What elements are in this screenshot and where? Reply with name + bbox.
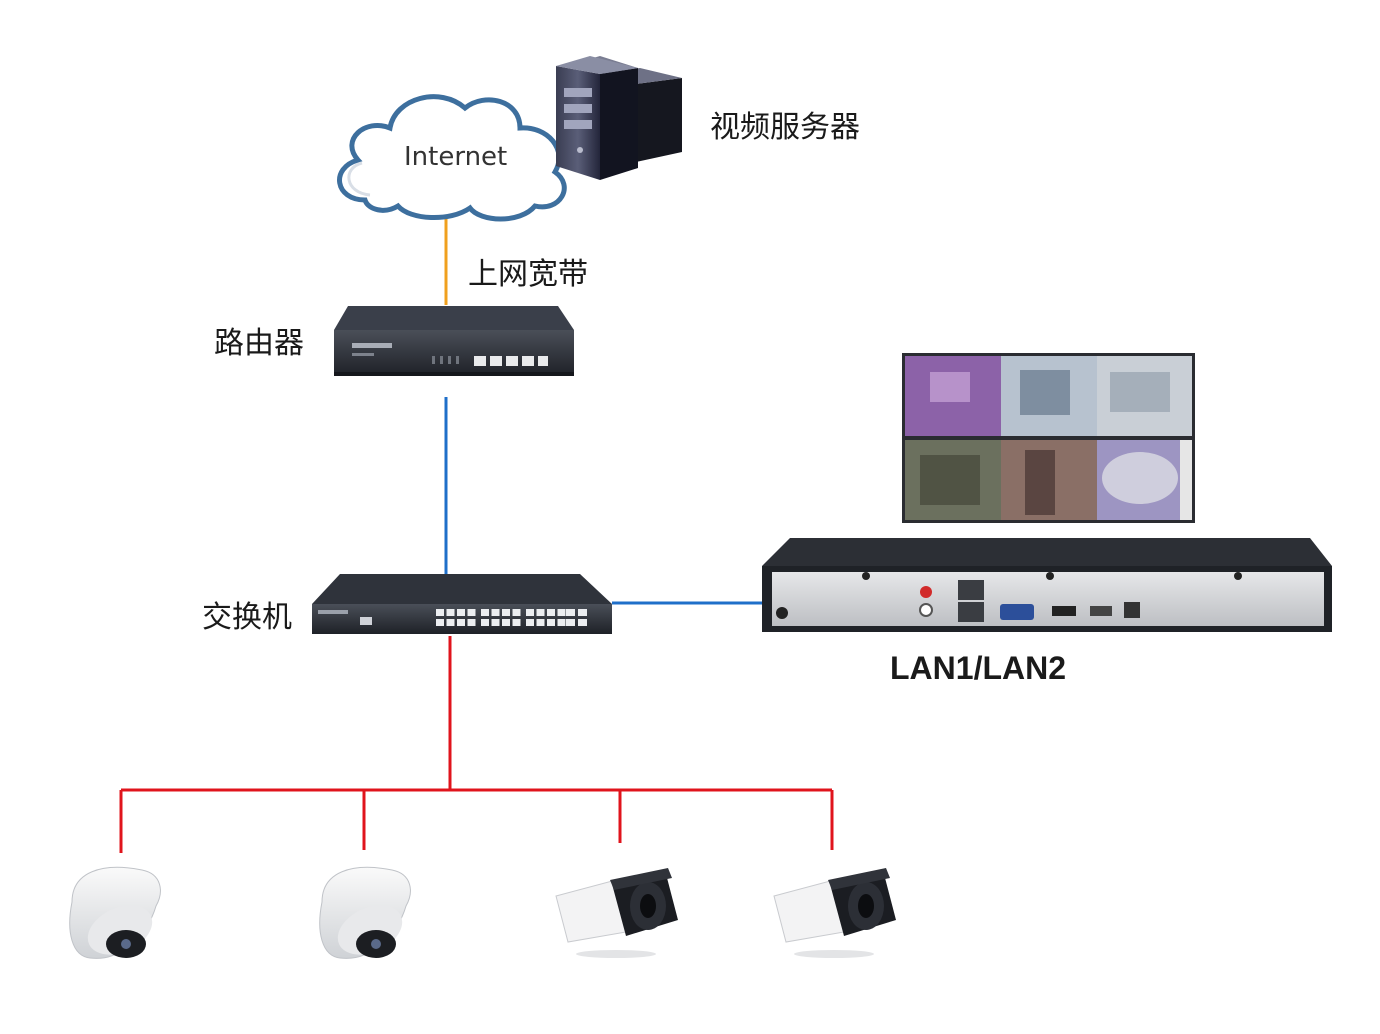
- internet-label: Internet: [404, 142, 508, 172]
- nvr-ports-label: LAN1/LAN2: [890, 650, 1067, 686]
- server-label: 视频服务器: [710, 110, 860, 145]
- cloud-icon: [337, 94, 567, 222]
- camera-links: [119, 636, 834, 853]
- tower-server-icon: [556, 56, 682, 180]
- dome-camera-icon: [69, 866, 161, 959]
- bullet-camera-icon: [555, 868, 678, 958]
- broadband-label: 上网宽带: [468, 257, 588, 292]
- router-icon: [334, 306, 574, 376]
- dome-camera-icon: [319, 866, 411, 959]
- switch-icon: [312, 574, 612, 634]
- bullet-camera-icon: [773, 868, 896, 958]
- nvr-icon: [762, 538, 1332, 632]
- router-label: 路由器: [214, 326, 304, 361]
- monitor-icon: [902, 353, 1195, 523]
- switch-label: 交换机: [202, 600, 292, 635]
